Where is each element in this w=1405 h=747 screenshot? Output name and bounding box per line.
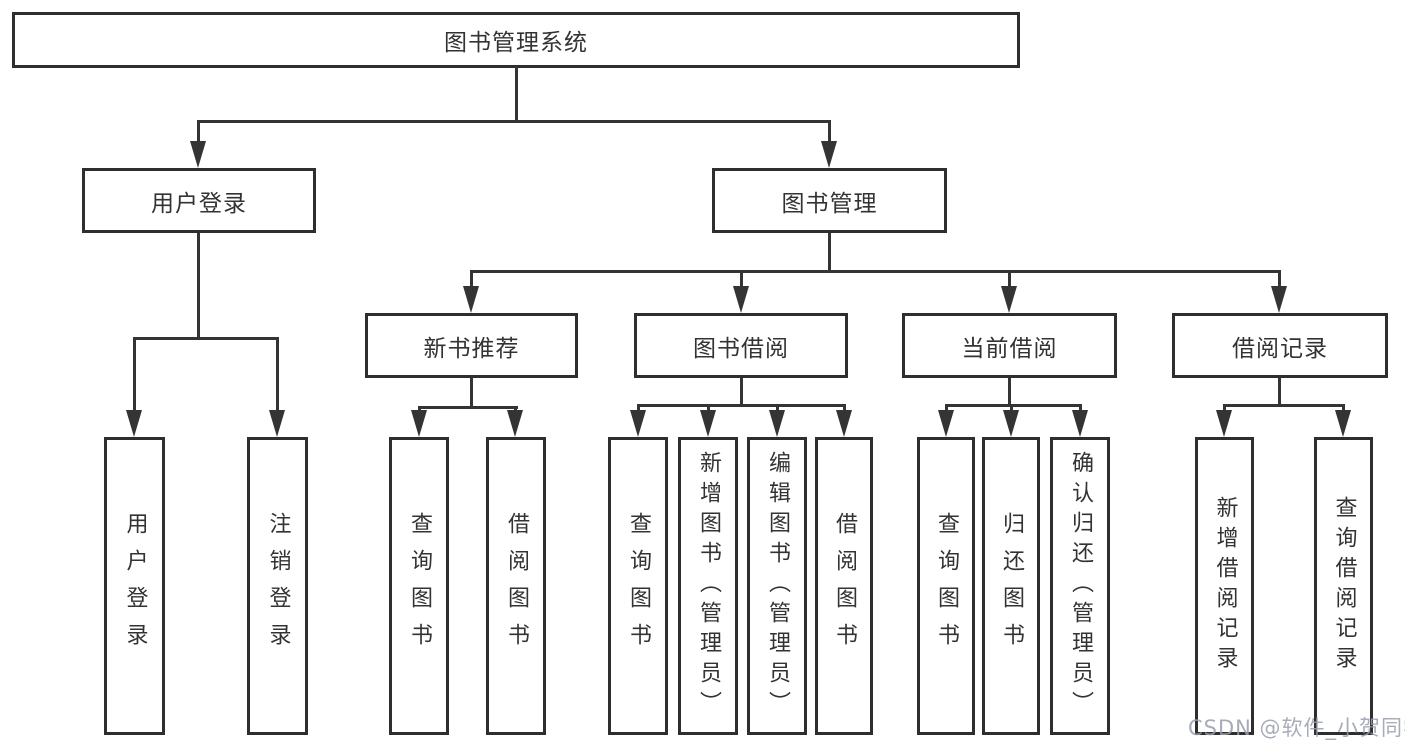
leaf-query-books-borrow-label: 查询图书 — [626, 512, 651, 660]
arrow-down-icon — [1271, 286, 1287, 313]
connector-line — [843, 404, 846, 414]
leaf-edit-book-admin: 编辑图书（管理员） — [747, 437, 807, 735]
leaf-add-borrow-record-label: 新增借阅记录 — [1212, 496, 1238, 676]
connector-line — [133, 337, 279, 340]
connector-line — [1008, 378, 1011, 407]
connector-line — [197, 233, 200, 339]
connector-line — [1010, 404, 1013, 414]
arrow-down-icon — [190, 141, 206, 168]
arrow-down-icon — [126, 410, 142, 437]
arrow-down-icon — [411, 410, 427, 437]
leaf-user-login: 用户登录 — [104, 437, 165, 735]
connector-line — [828, 233, 831, 273]
connector-line — [1008, 270, 1011, 288]
connector-line — [1342, 404, 1345, 414]
arrow-down-icon — [700, 410, 716, 437]
node-root-label: 图书管理系统 — [444, 30, 588, 56]
leaf-logout-label: 注销登录 — [265, 512, 291, 660]
connector-line — [637, 404, 640, 414]
connector-line — [276, 337, 279, 413]
leaf-add-borrow-record: 新增借阅记录 — [1195, 437, 1254, 735]
arrow-down-icon — [630, 410, 646, 437]
leaf-edit-book-admin-label: 编辑图书（管理员） — [765, 451, 790, 721]
arrow-down-icon — [1072, 410, 1088, 437]
leaf-query-borrow-record: 查询借阅记录 — [1314, 437, 1373, 735]
arrow-down-icon — [1003, 410, 1019, 437]
connector-line — [1278, 270, 1281, 288]
node-new-book-recommend-label: 新书推荐 — [423, 335, 520, 362]
connector-line — [637, 404, 846, 407]
node-book-borrow: 图书借阅 — [634, 313, 848, 378]
leaf-borrow-books-recommend-label: 借阅图书 — [504, 512, 529, 660]
node-current-borrow: 当前借阅 — [902, 313, 1117, 378]
leaf-borrow-books-borrow-label: 借阅图书 — [832, 512, 857, 660]
leaf-query-books-recommend: 查询图书 — [389, 437, 449, 735]
node-book-management: 图书管理 — [712, 168, 947, 233]
leaf-logout: 注销登录 — [247, 437, 308, 735]
leaf-add-book-admin: 新增图书（管理员） — [678, 437, 738, 735]
arrow-down-icon — [269, 410, 285, 437]
connector-line — [740, 378, 743, 407]
leaf-borrow-books-recommend: 借阅图书 — [486, 437, 546, 735]
leaf-query-books-current-label: 查询图书 — [934, 512, 959, 660]
connector-line — [133, 337, 136, 413]
arrow-down-icon — [463, 286, 479, 313]
arrow-down-icon — [733, 286, 749, 313]
leaf-user-login-label: 用户登录 — [122, 512, 148, 660]
node-new-book-recommend: 新书推荐 — [365, 313, 578, 378]
watermark: CSDN @软件_小贺同学 — [1188, 716, 1405, 740]
leaf-confirm-return-admin: 确认归还（管理员） — [1050, 437, 1110, 735]
arrow-down-icon — [1335, 410, 1351, 437]
connector-line — [515, 66, 518, 123]
connector-line — [740, 270, 743, 288]
connector-line — [418, 406, 518, 409]
leaf-query-borrow-record-label: 查询借阅记录 — [1331, 496, 1357, 676]
connector-line — [1278, 378, 1281, 407]
node-book-management-label: 图书管理 — [781, 190, 878, 217]
connector-line — [707, 404, 710, 414]
leaf-add-book-admin-label: 新增图书（管理员） — [696, 451, 721, 721]
connector-line — [828, 120, 831, 146]
leaf-query-books-current: 查询图书 — [917, 437, 975, 735]
leaf-return-books-label: 归还图书 — [999, 512, 1024, 660]
arrow-down-icon — [507, 410, 523, 437]
node-user-login: 用户登录 — [82, 168, 316, 233]
connector-line — [945, 404, 948, 414]
arrow-down-icon — [769, 410, 785, 437]
connector-line — [945, 404, 1082, 407]
connector-line — [470, 270, 473, 288]
leaf-borrow-books-borrow: 借阅图书 — [815, 437, 873, 735]
connector-line — [1079, 404, 1082, 414]
arrow-down-icon — [836, 410, 852, 437]
node-book-borrow-label: 图书借阅 — [693, 335, 789, 362]
connector-line — [197, 120, 831, 123]
arrow-down-icon — [938, 410, 954, 437]
connector-line — [197, 120, 200, 146]
connector-line — [470, 378, 473, 409]
node-borrow-records-label: 借阅记录 — [1232, 335, 1328, 362]
leaf-query-books-recommend-label: 查询图书 — [407, 512, 432, 660]
leaf-return-books: 归还图书 — [982, 437, 1040, 735]
leaf-query-books-borrow: 查询图书 — [608, 437, 668, 735]
node-current-borrow-label: 当前借阅 — [961, 335, 1058, 362]
node-borrow-records: 借阅记录 — [1172, 313, 1388, 378]
connector-line — [776, 404, 779, 414]
leaf-confirm-return-admin-label: 确认归还（管理员） — [1068, 451, 1093, 721]
arrow-down-icon — [821, 141, 837, 168]
arrow-down-icon — [1216, 410, 1232, 437]
node-user-login-label: 用户登录 — [151, 190, 247, 217]
arrow-down-icon — [1001, 286, 1017, 313]
connector-line — [1223, 404, 1345, 407]
node-root: 图书管理系统 — [12, 12, 1020, 68]
connector-line — [1223, 404, 1226, 414]
connector-line — [470, 270, 1281, 273]
